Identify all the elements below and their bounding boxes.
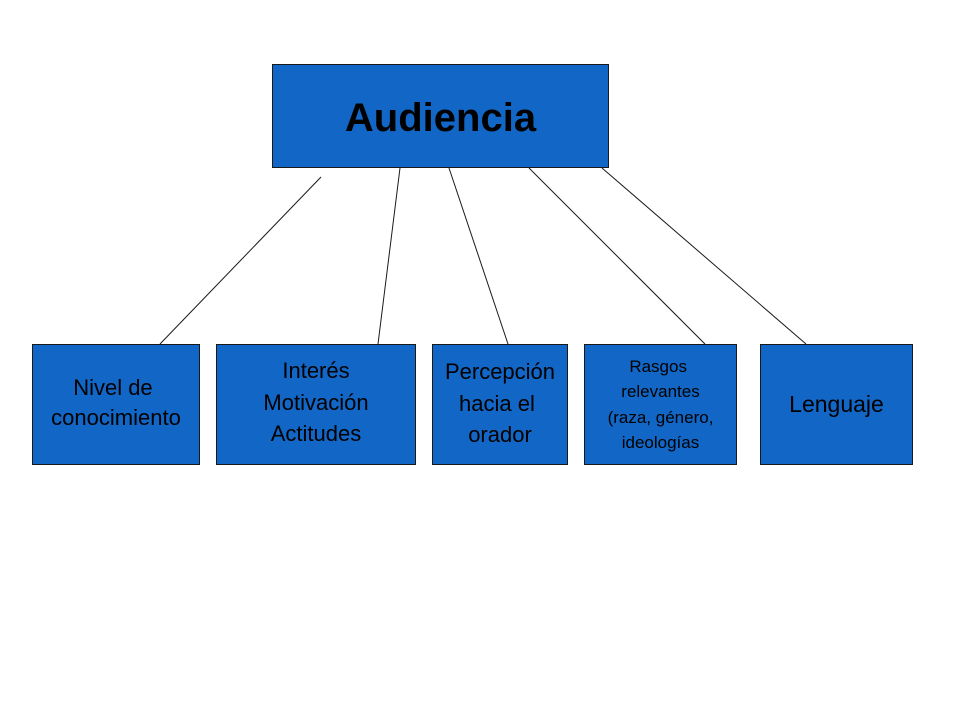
node-label: Lenguaje [789, 391, 884, 418]
node-label: Interés Motivación Actitudes [263, 357, 369, 447]
root-node-label: Audiencia [344, 96, 537, 140]
connector-line-1 [159, 176, 322, 345]
node-interes-motivacion-actitudes: Interés Motivación Actitudes [216, 344, 416, 465]
node-label: Rasgos relevantes (raza, género, ideolog… [607, 357, 714, 452]
node-nivel-de-conocimiento: Nivel de conocimiento [32, 344, 200, 465]
node-label: Nivel de conocimiento [51, 374, 181, 430]
connector-line-3 [448, 167, 509, 345]
node-label: Percepción hacia el orador [444, 358, 556, 448]
connector-line-2 [377, 167, 401, 345]
node-lenguaje: Lenguaje [760, 344, 913, 465]
connector-line-5 [601, 167, 807, 345]
connector-line-4 [528, 167, 706, 345]
node-rasgos-relevantes: Rasgos relevantes (raza, género, ideolog… [584, 344, 737, 465]
root-node-audiencia: Audiencia [272, 64, 609, 168]
node-percepcion-hacia-el-orador: Percepción hacia el orador [432, 344, 568, 465]
